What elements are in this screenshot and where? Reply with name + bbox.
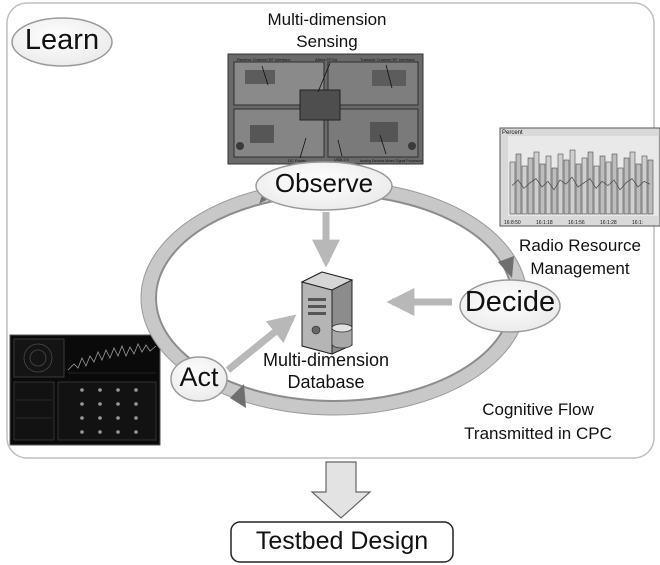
rrm-bar [593, 165, 600, 215]
constellation-point [98, 430, 102, 434]
constellation-point [80, 402, 84, 406]
database-label: Multi-dimension Database [240, 349, 412, 393]
board-label-transmit: Transmit Channel RF Interface [360, 57, 415, 62]
rrm-bar [509, 161, 516, 215]
rrm-bar [533, 151, 540, 215]
rrm-bar [521, 165, 528, 215]
rrm-x-tick: 16:1:56 [568, 220, 585, 226]
rrm-bar [611, 153, 618, 215]
rrm-bar [599, 155, 606, 215]
constellation-point [116, 388, 120, 392]
rrm-x-tick: 16:1: [632, 220, 643, 226]
act-label: Act [179, 362, 219, 392]
constellation-point [134, 388, 138, 392]
constellation-point [98, 416, 102, 420]
constellation-points [80, 388, 138, 434]
constellation-point [98, 388, 102, 392]
rrm-label-line2: Management [530, 259, 630, 278]
constellation-point [134, 416, 138, 420]
rrm-x-ticks: 16:8:50 16:1:18 16:1:56 16:1:28 16:1: [504, 220, 643, 226]
rrm-x-tick: 16:8:50 [504, 220, 521, 226]
flow-label-line1: Cognitive Flow [482, 400, 594, 419]
rrm-bar [641, 155, 648, 215]
rrm-bar [605, 161, 612, 215]
rrm-bar [527, 157, 534, 215]
board-label-dc-power: DC Power [288, 158, 307, 163]
rrm-label-line1: Radio Resource [519, 236, 641, 255]
constellation-point [134, 430, 138, 434]
board-label-usb: USB 2.0 [334, 157, 350, 162]
arrow-act-to-database [225, 314, 297, 373]
rrm-bar [629, 151, 636, 215]
ring-arrowhead-right [498, 256, 514, 278]
rrm-bar [563, 159, 570, 215]
rrm-x-tick: 16:1:18 [536, 220, 553, 226]
rrm-bar [569, 149, 576, 215]
constellation-point [98, 402, 102, 406]
rrm-bar [551, 167, 558, 215]
sensing-title-line1: Multi-dimension [267, 10, 387, 29]
board-label-analog: Analog Devices Mixed Signal Processor [360, 159, 423, 163]
rrm-bar [623, 157, 630, 215]
constellation-point [116, 430, 120, 434]
observe-label: Observe [274, 168, 374, 198]
decide-bubble [459, 279, 561, 333]
flow-label: Cognitive Flow Transmitted in CPC [434, 398, 642, 446]
rrm-bar [539, 163, 546, 215]
learn-bubble [11, 17, 113, 67]
rrm-chart-y-title: Percent [502, 130, 523, 136]
down-arrow [310, 461, 372, 519]
flow-label-line2: Transmitted in CPC [464, 424, 612, 443]
decide-label: Decide [464, 286, 556, 318]
rrm-bar [587, 151, 594, 215]
constellation-point [80, 388, 84, 392]
rrm-chart-image: Percent 16:8:50 16:1:18 16:1:56 16:1:28 16:1… [499, 127, 660, 227]
sensing-title: Multi-dimension Sensing [222, 9, 432, 53]
rrm-bar [515, 153, 522, 215]
rrm-bar [635, 163, 642, 215]
constellation-point [134, 402, 138, 406]
board-label-fpga: Altera FPGA [315, 57, 338, 62]
sensing-title-line2: Sensing [296, 32, 358, 51]
sensing-board-image: Receive Channel RF Interface Altera FPGA… [227, 53, 424, 165]
database-server-icon [300, 271, 354, 355]
constellation-point [80, 430, 84, 434]
rrm-line [511, 176, 651, 191]
rrm-x-tick: 16:1:28 [600, 220, 617, 226]
rrm-label: Radio Resource Management [500, 234, 660, 280]
testbed-box [230, 521, 454, 563]
rrm-bars [509, 149, 654, 215]
observe-bubble [255, 161, 393, 211]
rrm-bar [575, 163, 582, 215]
rrm-bar [647, 159, 654, 215]
learn-label: Learn [24, 24, 100, 56]
rrm-bar [557, 153, 564, 215]
ring-arrowhead-left [230, 384, 246, 408]
act-bubble [170, 356, 228, 402]
testbed-label: Testbed Design [255, 527, 429, 555]
constellation-point [116, 416, 120, 420]
constellation-point [116, 402, 120, 406]
database-label-line2: Database [287, 372, 365, 392]
rrm-bar [581, 157, 588, 215]
constellation-point [80, 416, 84, 420]
database-label-line1: Multi-dimension [262, 350, 390, 370]
board-label-receive: Receive Channel RF Interface [237, 57, 291, 62]
rrm-bar [617, 167, 624, 215]
spectrum-analyzer-image [9, 334, 161, 446]
